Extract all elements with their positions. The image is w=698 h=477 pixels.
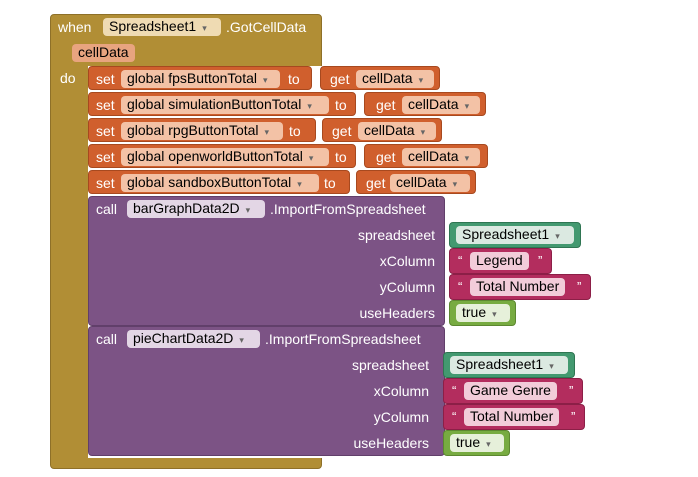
dropdown-arrow-icon: ▾	[486, 439, 491, 449]
get-variable-dropdown[interactable]: cellData▾	[402, 96, 480, 114]
dropdown-arrow-icon: ▾	[245, 205, 251, 215]
text-value[interactable]: Total Number	[464, 408, 560, 426]
to-keyword: to	[289, 123, 301, 139]
dropdown-arrow-icon: ▾	[464, 153, 470, 163]
dropdown-arrow-icon: ▾	[297, 179, 302, 189]
event-name: .GotCellData	[226, 19, 307, 35]
set-variable-dropdown[interactable]: global rpgButtonTotal▾	[121, 122, 283, 140]
arg-label-useHeaders: useHeaders	[359, 305, 436, 321]
set-variable-dropdown[interactable]: global sandboxButtonTotal▾	[121, 174, 319, 192]
close-quote: ”	[577, 279, 582, 294]
dropdown-arrow-icon: ▾	[549, 361, 554, 371]
close-quote: ”	[538, 253, 543, 268]
set-variable-dropdown[interactable]: global fpsButtonTotal▾	[121, 70, 280, 88]
dropdown-arrow-icon: ▾	[555, 231, 560, 241]
call-component-dropdown[interactable]: pieChartData2D▾	[127, 330, 260, 348]
to-keyword: to	[324, 175, 336, 191]
get-variable-dropdown[interactable]: cellData▾	[356, 70, 434, 88]
call-method-name: .ImportFromSpreadsheet	[270, 201, 426, 217]
arg-label-xColumn: xColumn	[373, 383, 429, 399]
close-quote: ”	[569, 383, 574, 398]
dropdown-arrow-icon: ▾	[492, 309, 497, 319]
get-variable-dropdown[interactable]: cellData▾	[402, 148, 480, 166]
set-keyword: set	[96, 97, 115, 113]
open-quote: “	[458, 253, 463, 268]
set-keyword: set	[96, 149, 115, 165]
arg-label-yColumn: yColumn	[379, 279, 435, 295]
open-quote: “	[452, 409, 457, 424]
set-variable-dropdown[interactable]: global simulationButtonTotal▾	[121, 96, 329, 114]
get-keyword: get	[376, 149, 396, 165]
dropdown-arrow-icon: ▾	[264, 127, 270, 137]
arg-label-useHeaders: useHeaders	[353, 435, 430, 451]
open-quote: “	[452, 383, 457, 398]
arg-label-spreadsheet: spreadsheet	[351, 357, 429, 373]
dropdown-arrow-icon: ▾	[239, 335, 244, 345]
boolean-dropdown[interactable]: true▾	[450, 434, 504, 452]
when-keyword: when	[58, 19, 92, 35]
component-dropdown[interactable]: Spreadsheet1▾	[450, 356, 568, 374]
to-keyword: to	[335, 149, 347, 165]
get-variable-dropdown[interactable]: cellData▾	[390, 174, 470, 192]
dropdown-arrow-icon: ▾	[308, 153, 314, 163]
to-keyword: to	[335, 97, 347, 113]
call-component-dropdown[interactable]: barGraphData2D▾	[127, 200, 265, 218]
get-keyword: get	[330, 71, 350, 87]
open-quote: “	[458, 279, 463, 294]
dropdown-arrow-icon: ▾	[418, 75, 424, 85]
dropdown-arrow-icon: ▾	[202, 23, 207, 33]
arg-label-yColumn: yColumn	[373, 409, 429, 425]
dropdown-arrow-icon: ▾	[262, 75, 268, 85]
arg-label-spreadsheet: spreadsheet	[357, 227, 435, 243]
set-variable-dropdown[interactable]: global openworldButtonTotal▾	[121, 148, 329, 166]
set-keyword: set	[96, 175, 115, 191]
set-keyword: set	[96, 71, 115, 87]
event-component-dropdown[interactable]: Spreadsheet1▾	[103, 18, 221, 36]
component-dropdown[interactable]: Spreadsheet1▾	[456, 226, 574, 244]
get-keyword: get	[366, 175, 386, 191]
boolean-dropdown[interactable]: true▾	[456, 304, 510, 322]
dropdown-arrow-icon: ▾	[420, 127, 426, 137]
close-quote: ”	[571, 409, 576, 424]
text-value[interactable]: Legend	[470, 252, 529, 270]
text-value[interactable]: Game Genre	[464, 382, 557, 400]
call-keyword: call	[96, 331, 118, 347]
to-keyword: to	[288, 71, 300, 87]
get-keyword: get	[376, 97, 396, 113]
dropdown-arrow-icon: ▾	[452, 179, 458, 189]
call-method-name: .ImportFromSpreadsheet	[265, 331, 421, 347]
arg-label-xColumn: xColumn	[379, 253, 435, 269]
text-value[interactable]: Total Number	[470, 278, 566, 296]
set-keyword: set	[96, 123, 115, 139]
dropdown-arrow-icon: ▾	[307, 101, 312, 111]
call-keyword: call	[96, 201, 118, 217]
event-param-cellData[interactable]: cellData	[72, 44, 135, 62]
do-keyword: do	[60, 70, 76, 86]
get-keyword: get	[332, 123, 352, 139]
dropdown-arrow-icon: ▾	[464, 101, 470, 111]
get-variable-dropdown[interactable]: cellData▾	[358, 122, 436, 140]
